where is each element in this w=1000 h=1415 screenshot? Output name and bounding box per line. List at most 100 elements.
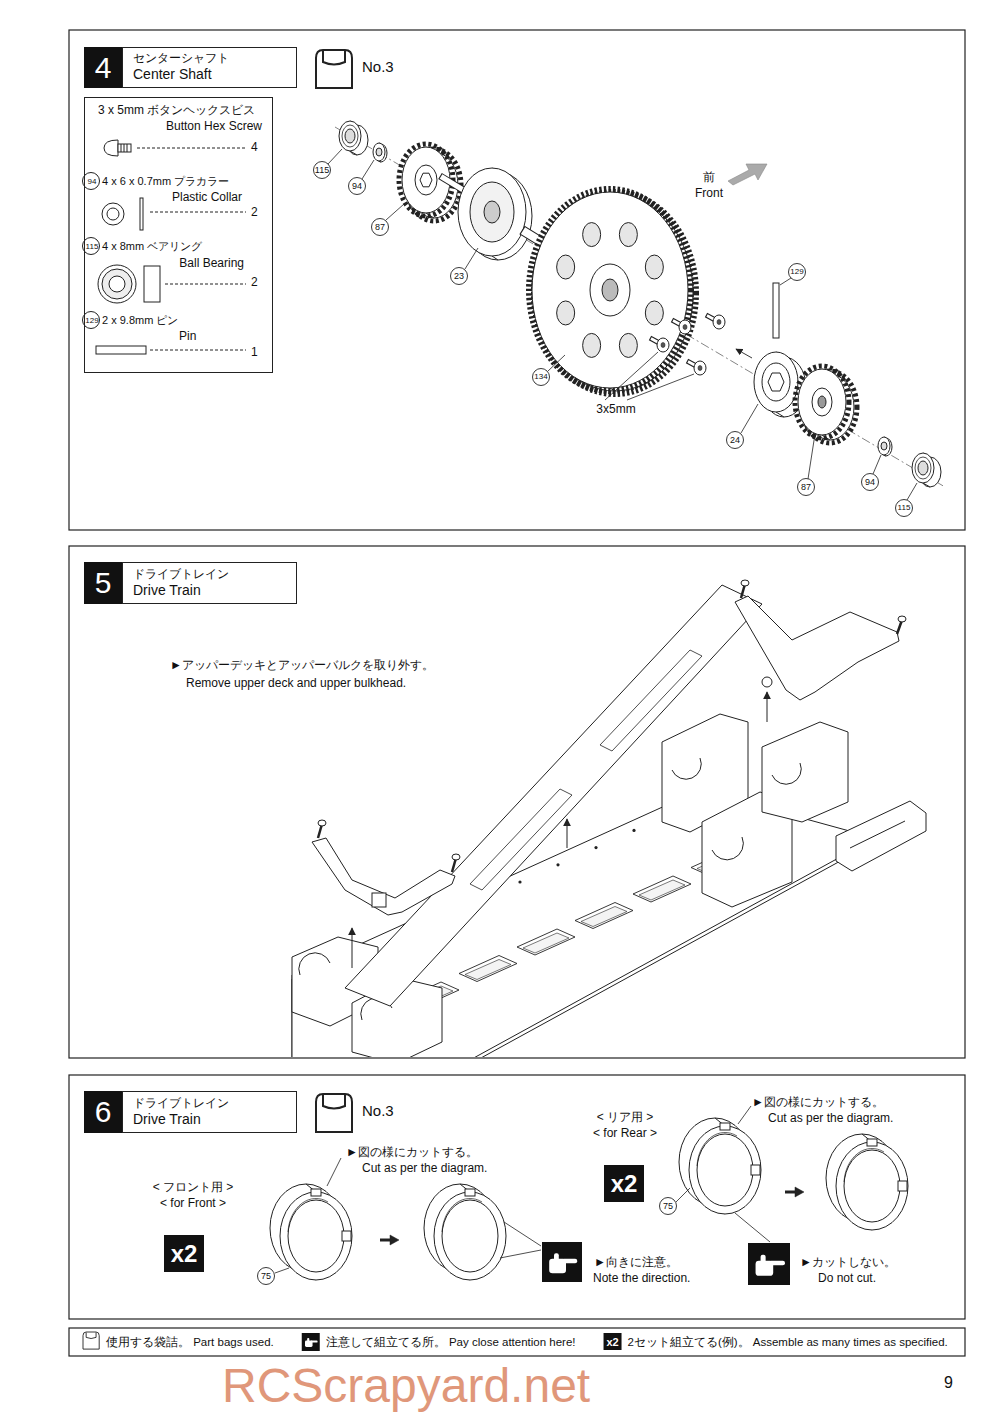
chassis-illustration: [850, 821, 905, 848]
chassis-illustration: [352, 928, 353, 968]
ring-illustration: [697, 1132, 737, 1166]
ring-illustration: [795, 1187, 804, 1197]
center-shaft-illustration: [657, 338, 669, 352]
center-shaft-illustration: [923, 483, 930, 487]
center-shaft-illustration: [350, 151, 357, 155]
center-shaft-illustration: [376, 148, 382, 156]
center-shaft-illustration: [386, 204, 404, 220]
chassis-illustration: [567, 819, 568, 848]
center-shaft-illustration: [717, 320, 721, 325]
parts-icon: [96, 346, 146, 354]
chassis-illustration: [312, 838, 455, 915]
note-text: No.3: [362, 1102, 394, 1119]
ring-illustration: [434, 1192, 506, 1280]
bag-icon: [316, 1094, 352, 1132]
ring-illustration: [751, 1165, 760, 1175]
attention-icon: [542, 1242, 582, 1282]
panel-frame: [69, 1328, 965, 1356]
callout-circle: [314, 162, 331, 179]
note-text: < for Rear >: [593, 1127, 657, 1141]
note-text: Cut as per the diagram.: [768, 1112, 893, 1126]
callout-circle: [258, 162, 913, 1285]
step-title-box: センターシャフトCenter Shaft: [122, 47, 297, 88]
chassis-illustration: [735, 596, 899, 700]
ring-illustration: [500, 1250, 541, 1258]
step-title: Drive Train: [133, 1111, 286, 1129]
parts-icon: [121, 144, 122, 152]
chassis-illustration: [465, 960, 511, 980]
center-shaft-illustration: [694, 361, 706, 375]
ring-illustration: [288, 1198, 328, 1232]
step-number-box: 6: [84, 1091, 122, 1133]
legend-text: 使用する袋詰。 Part bags used.: [106, 1336, 274, 1349]
center-shaft-illustration: [557, 255, 575, 279]
step-title-box: ドライブトレインDrive Train: [122, 1091, 297, 1133]
center-shaft-illustration: [798, 369, 846, 435]
center-shaft-illustration: [532, 192, 688, 388]
note-text: ►向きに注意。: [594, 1256, 678, 1270]
ring-illustration: [844, 1150, 900, 1222]
note-text: ►図の様にカットする。: [752, 1096, 884, 1110]
bag-icon: [83, 1332, 99, 1349]
ring-illustration: [676, 1188, 690, 1202]
center-shaft-illustration: [878, 437, 890, 455]
ring-illustration: [697, 1134, 753, 1206]
attention-icon: [302, 1333, 320, 1351]
part-text: Ball Bearing: [179, 257, 244, 271]
chassis-illustration: [345, 585, 762, 1006]
parts-icon: [104, 140, 118, 156]
center-shaft-illustration: [773, 283, 779, 338]
chassis-illustration: [836, 801, 926, 871]
callout-number: 23: [454, 272, 464, 281]
bag-icon: [316, 50, 352, 88]
step-title-box: ドライブトレインDrive Train: [122, 562, 297, 604]
center-shaft-illustration: [645, 255, 663, 279]
center-shaft-illustration: [762, 363, 790, 401]
callout-number: 94: [88, 178, 97, 186]
legend-sample-text: x2: [606, 1336, 618, 1347]
step-title: Drive Train: [133, 582, 286, 600]
center-shaft-illustration: [754, 352, 798, 412]
note-text: Do not cut.: [818, 1272, 876, 1286]
chassis-illustration: [459, 956, 517, 982]
chassis-illustration: [898, 616, 906, 622]
panel-frame: [69, 30, 965, 530]
center-shaft-illustration: [698, 366, 702, 371]
ring-illustration: [270, 1094, 908, 1285]
chassis-illustration: [772, 763, 801, 784]
ring-illustration: [288, 1200, 344, 1272]
center-shaft-illustration: [918, 461, 928, 475]
ring-illustration: [785, 1191, 796, 1194]
note-text: 3x5mm: [596, 403, 635, 417]
ring-illustration: [898, 1181, 907, 1191]
step-number: x2: [171, 1242, 198, 1266]
callout-number: 75: [663, 1202, 673, 1211]
note-text: 9: [944, 1374, 953, 1392]
parts-icon: [109, 276, 125, 292]
chassis-illustration: [712, 837, 743, 860]
step-number-box: 4: [84, 47, 122, 88]
part-text: 1: [251, 346, 258, 360]
center-shaft-illustration: [736, 349, 752, 358]
parts-icon: [144, 266, 160, 302]
note-text: ►カットしない。: [800, 1256, 896, 1270]
attention-icon: [769, 1261, 785, 1266]
step-title: ドライブトレイン: [133, 567, 286, 582]
panel-frame: [69, 30, 965, 1356]
chassis-illustration: [581, 907, 627, 927]
bag-icon: [83, 1332, 99, 1349]
chassis-illustration: [292, 580, 926, 1057]
quantity-box: x2: [164, 1235, 204, 1272]
step-number: 6: [95, 1097, 112, 1127]
note-text: 前: [703, 171, 715, 185]
center-shaft-illustration: [812, 388, 832, 416]
parts-icon: [83, 312, 100, 329]
parts-icon: [102, 203, 124, 225]
center-shaft-illustration: [420, 173, 432, 187]
note-text: < フロント用 >: [153, 1181, 234, 1195]
parts-icon: [83, 238, 100, 255]
ring-illustration: [311, 1189, 321, 1196]
part-text: 4 x 8mm ベアリング: [102, 240, 202, 253]
ring-illustration: [442, 1198, 482, 1232]
legend-text: 注意して組立てる所。 Pay close attention here!: [326, 1336, 576, 1349]
